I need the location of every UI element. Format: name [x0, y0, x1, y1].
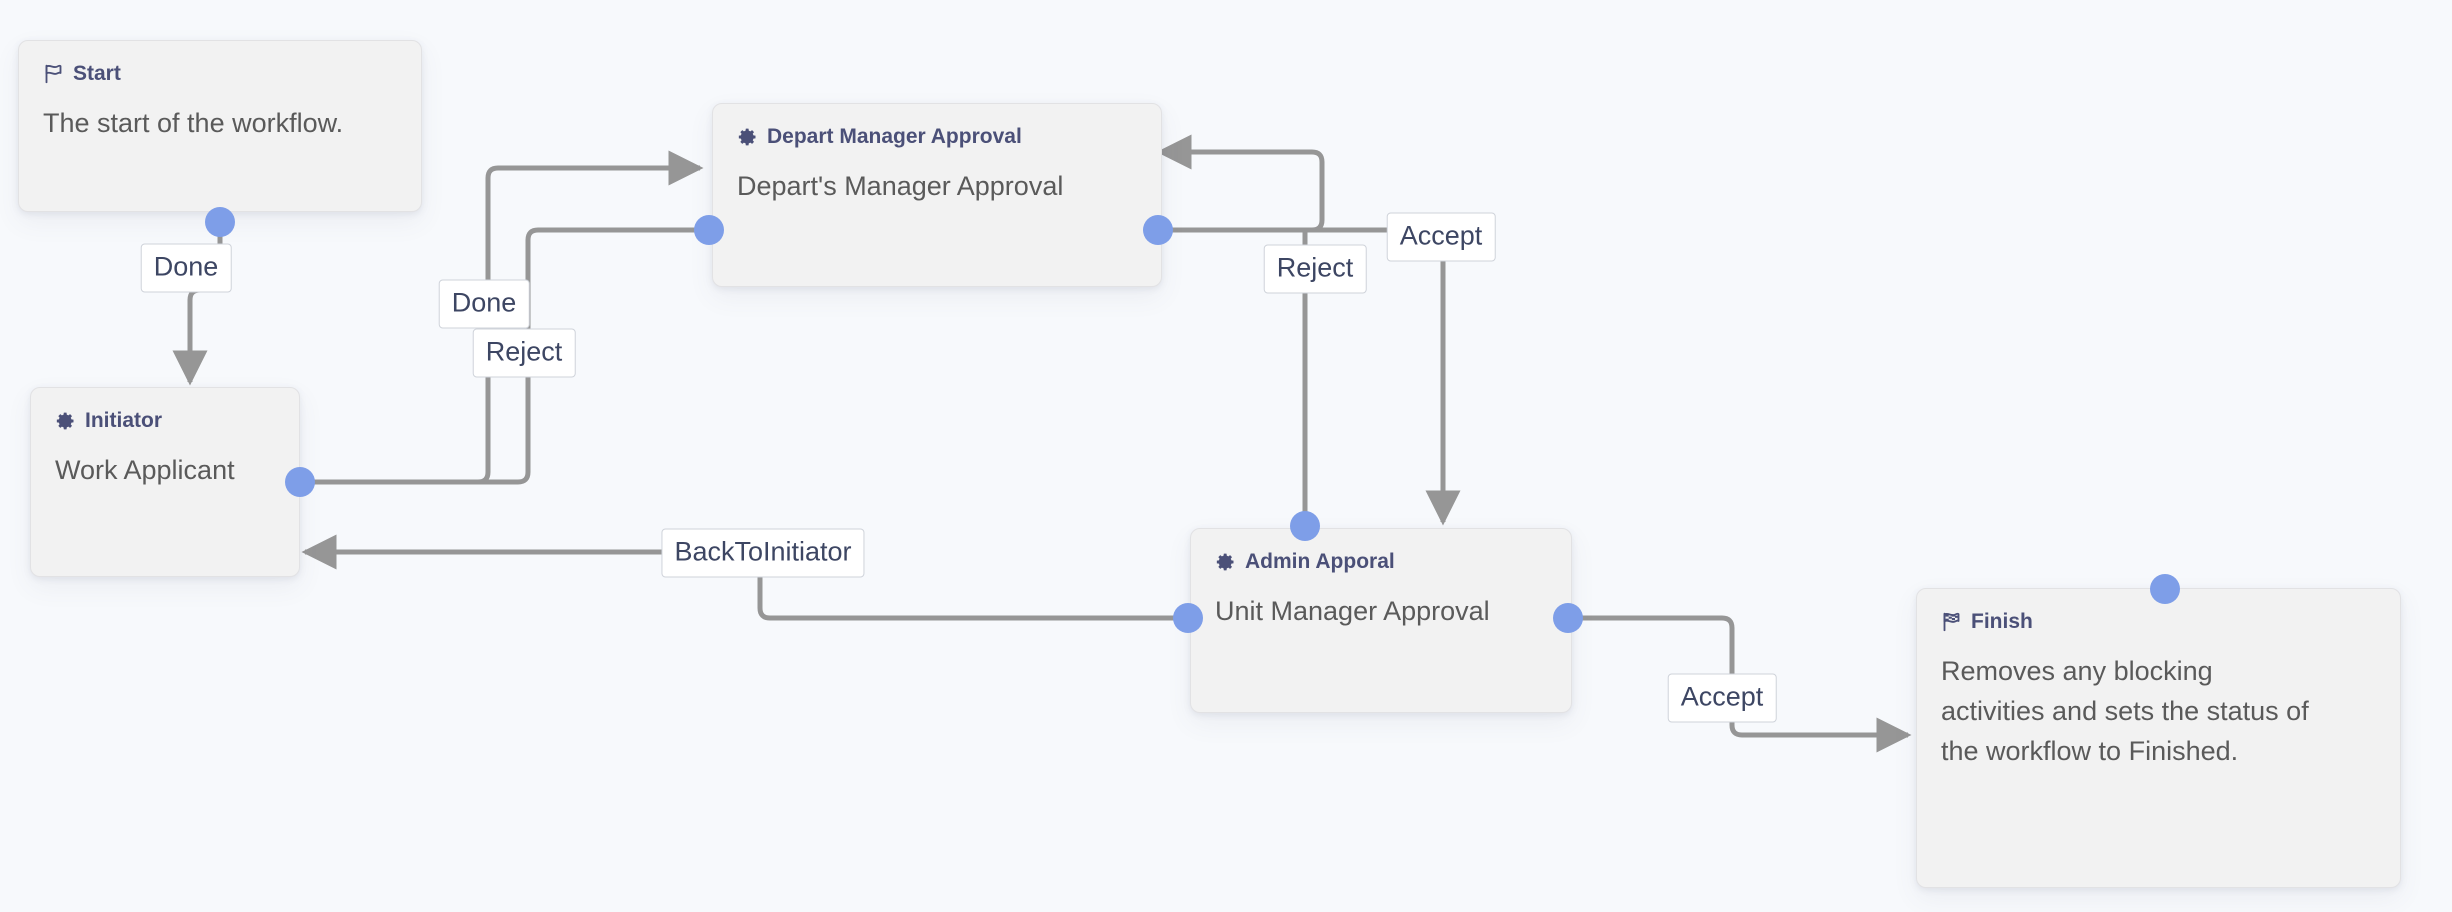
handle-depart-left[interactable] — [694, 215, 724, 245]
node-initiator-title: Initiator — [85, 409, 162, 432]
node-admin-description: Unit Manager Approval — [1215, 596, 1490, 626]
node-finish-description: Removes any blocking activities and sets… — [1941, 656, 2309, 766]
gear-icon — [737, 126, 758, 147]
node-depart-title-row: Depart Manager Approval — [737, 126, 1137, 147]
node-start-description: The start of the workflow. — [43, 108, 344, 138]
node-finish-title-row: Finish — [1941, 611, 2376, 632]
node-finish-title: Finish — [1971, 610, 2033, 633]
handle-depart-right[interactable] — [1143, 215, 1173, 245]
handle-admin-right[interactable] — [1553, 603, 1583, 633]
node-admin-title: Admin Apporal — [1245, 550, 1395, 573]
gear-icon — [1215, 551, 1236, 572]
handle-finish-top[interactable] — [2150, 574, 2180, 604]
handle-admin-left[interactable] — [1173, 603, 1203, 633]
edge-depart-return-to-initiator — [1156, 134, 1325, 233]
edge-label-initiator-done[interactable]: Done — [438, 279, 530, 329]
node-depart-description: Depart's Manager Approval — [737, 171, 1064, 201]
node-initiator-description: Work Applicant — [55, 455, 235, 485]
edge-label-start-done[interactable]: Done — [140, 243, 232, 293]
handle-admin-top[interactable] — [1290, 511, 1320, 541]
edge-label-admin-backtoinitiator[interactable]: BackToInitiator — [661, 528, 865, 578]
node-admin-title-row: Admin Apporal — [1215, 551, 1547, 572]
handle-initiator-right[interactable] — [285, 467, 315, 497]
node-start-title-row: Start — [43, 63, 397, 84]
node-finish[interactable]: Finish Removes any blocking activities a… — [1916, 588, 2401, 888]
node-start-title: Start — [73, 62, 121, 85]
handle-start-bottom[interactable] — [205, 207, 235, 237]
edge-label-depart-accept[interactable]: Accept — [1386, 212, 1496, 262]
node-admin-apporal[interactable]: Admin Apporal Unit Manager Approval — [1190, 528, 1572, 713]
gear-icon — [55, 410, 76, 431]
node-start[interactable]: Start The start of the workflow. — [18, 40, 422, 212]
edge-label-initiator-reject[interactable]: Reject — [472, 328, 576, 378]
node-depart-manager-approval[interactable]: Depart Manager Approval Depart's Manager… — [712, 103, 1162, 287]
edge-label-admin-accept[interactable]: Accept — [1667, 673, 1777, 723]
flag-icon — [43, 63, 64, 84]
node-initiator-title-row: Initiator — [55, 410, 275, 431]
edge-label-depart-reject[interactable]: Reject — [1263, 244, 1367, 294]
checkered-flag-icon — [1941, 611, 1962, 632]
node-initiator[interactable]: Initiator Work Applicant — [30, 387, 300, 577]
node-depart-title: Depart Manager Approval — [767, 125, 1022, 148]
